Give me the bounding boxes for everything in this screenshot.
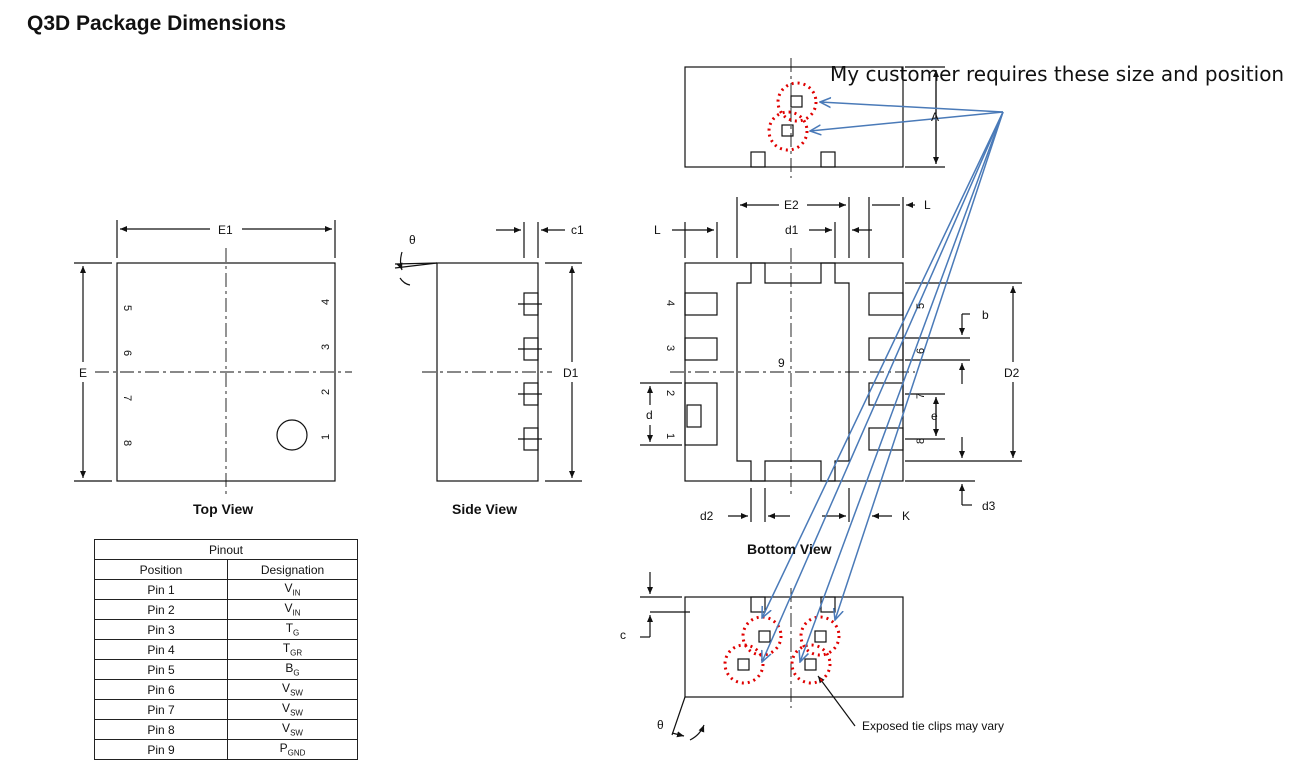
header-designation: Designation	[227, 559, 358, 580]
dim-L-left: L	[654, 223, 661, 237]
dim-K: K	[902, 509, 910, 523]
dim-D2: D2	[1004, 366, 1020, 380]
pad-number: 9	[778, 356, 785, 370]
dim-d3: d3	[982, 499, 996, 513]
note-arrow	[762, 111, 1004, 618]
bottom-pin-label: 2	[664, 390, 676, 396]
dim-theta-side: θ	[409, 233, 416, 247]
top-pin-label: 8	[121, 440, 133, 446]
end-view-top	[684, 58, 945, 178]
bottom-view-caption: Bottom View	[747, 541, 832, 557]
bottom-pin-label: 5	[915, 303, 927, 309]
dim-b: b	[982, 308, 989, 322]
customer-note: My customer requires these size and posi…	[830, 62, 1285, 86]
note-arrows	[762, 102, 1004, 662]
dim-d: d	[646, 408, 653, 422]
highlight-circle	[741, 615, 783, 657]
highlight-circle	[723, 643, 765, 685]
highlight-circles	[723, 81, 841, 685]
pin1-marker	[276, 419, 308, 451]
dim-c1: c1	[571, 223, 584, 237]
note-arrow	[820, 102, 1004, 113]
dim-E: E	[79, 366, 87, 380]
dim-e: e	[931, 409, 938, 423]
pinout-title: Pinout	[94, 539, 358, 560]
dim-c: c	[620, 628, 626, 642]
highlight-circle	[767, 110, 809, 152]
top-pin-label: 7	[121, 395, 133, 401]
bottom-pin-label: 8	[915, 438, 927, 444]
page-title: Q3D Package Dimensions	[27, 12, 287, 35]
dim-A: A	[931, 110, 939, 124]
top-pin-label: 5	[121, 305, 133, 311]
side-view-caption: Side View	[452, 501, 517, 517]
note-arrow	[810, 111, 1004, 131]
side-view-body	[436, 262, 539, 482]
dim-E2: E2	[784, 198, 799, 212]
callout-text: Exposed tie clips may vary	[862, 719, 1004, 733]
highlight-circle	[799, 615, 841, 657]
highlight-circle	[776, 81, 818, 123]
bottom-pin-label: 1	[664, 433, 676, 439]
dim-theta-bottom: θ	[657, 718, 664, 732]
bottom-pin-label: 3	[664, 345, 676, 351]
side-view	[394, 222, 582, 482]
note-arrow	[835, 111, 1004, 620]
bottom-pin-label: 4	[664, 300, 676, 306]
top-pin-label: 1	[320, 434, 332, 440]
bottom-view	[640, 197, 1022, 522]
end-view-bottom	[640, 572, 904, 741]
dim-d2: d2	[700, 509, 714, 523]
top-pin-label: 6	[121, 350, 133, 356]
bottom-pin-label: 7	[915, 393, 927, 399]
top-pin-label: 3	[320, 344, 332, 350]
dim-E1: E1	[218, 223, 233, 237]
highlight-circle	[790, 643, 832, 685]
note-arrow	[800, 111, 1004, 662]
top-pin-label: 2	[320, 389, 332, 395]
note-arrow	[762, 111, 1004, 662]
top-pin-label: 4	[320, 299, 332, 305]
header-position: Position	[94, 559, 228, 580]
top-view	[74, 220, 352, 495]
dim-D1: D1	[563, 366, 579, 380]
dim-d1: d1	[785, 223, 799, 237]
dim-L-right: L	[924, 198, 931, 212]
top-view-caption: Top View	[193, 501, 253, 517]
bottom-pin-label: 6	[915, 348, 927, 354]
